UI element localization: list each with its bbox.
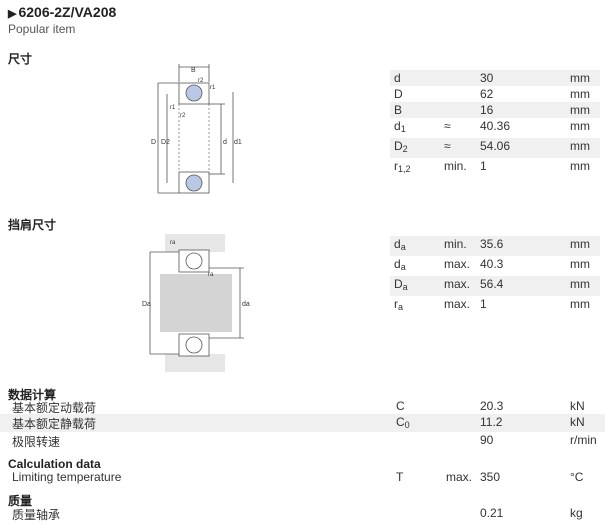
label-ra: ra xyxy=(170,240,176,246)
abutment-heading: 挡肩尺寸 xyxy=(8,218,57,232)
housing-shoulder-bottom xyxy=(165,354,225,372)
label-D2: D2 xyxy=(161,139,170,146)
label-Da: Da xyxy=(142,301,151,308)
popular-item-label: Popular item xyxy=(8,22,76,36)
label-r1-top: r1 xyxy=(210,85,216,91)
upper-ball xyxy=(185,252,203,270)
lower-ball xyxy=(185,174,203,192)
bearing-dimension-drawing: B r2 r1 r1 r2 D D2 d d1 xyxy=(151,64,242,194)
shaft xyxy=(160,274,232,332)
lower-ball xyxy=(185,336,203,354)
label-ra-inner: ra xyxy=(208,272,214,278)
mass-heading: 质量 xyxy=(8,494,33,508)
label-r1-side: r1 xyxy=(170,105,176,111)
label-da: da xyxy=(242,301,250,308)
calculation-heading: 数据计算 xyxy=(8,388,57,402)
triangle-right-icon: ▶ xyxy=(8,8,17,20)
dimensions-heading: 尺寸 xyxy=(8,52,33,66)
label-r2-side: r2 xyxy=(180,113,186,119)
abutment-dimension-drawing: ra ra Da da xyxy=(142,234,250,372)
upper-ball xyxy=(185,84,203,102)
page-title: ▶6206-2Z/VA208 xyxy=(8,4,116,20)
calculation-data-heading: Calculation data xyxy=(8,457,101,471)
housing-shoulder-top xyxy=(165,234,225,252)
label-D: D xyxy=(151,139,156,146)
label-d: d xyxy=(223,139,227,146)
product-designation: 6206-2Z/VA208 xyxy=(18,4,117,20)
label-d1: d1 xyxy=(234,139,242,146)
label-r2-top: r2 xyxy=(198,78,204,84)
label-B: B xyxy=(191,67,196,74)
